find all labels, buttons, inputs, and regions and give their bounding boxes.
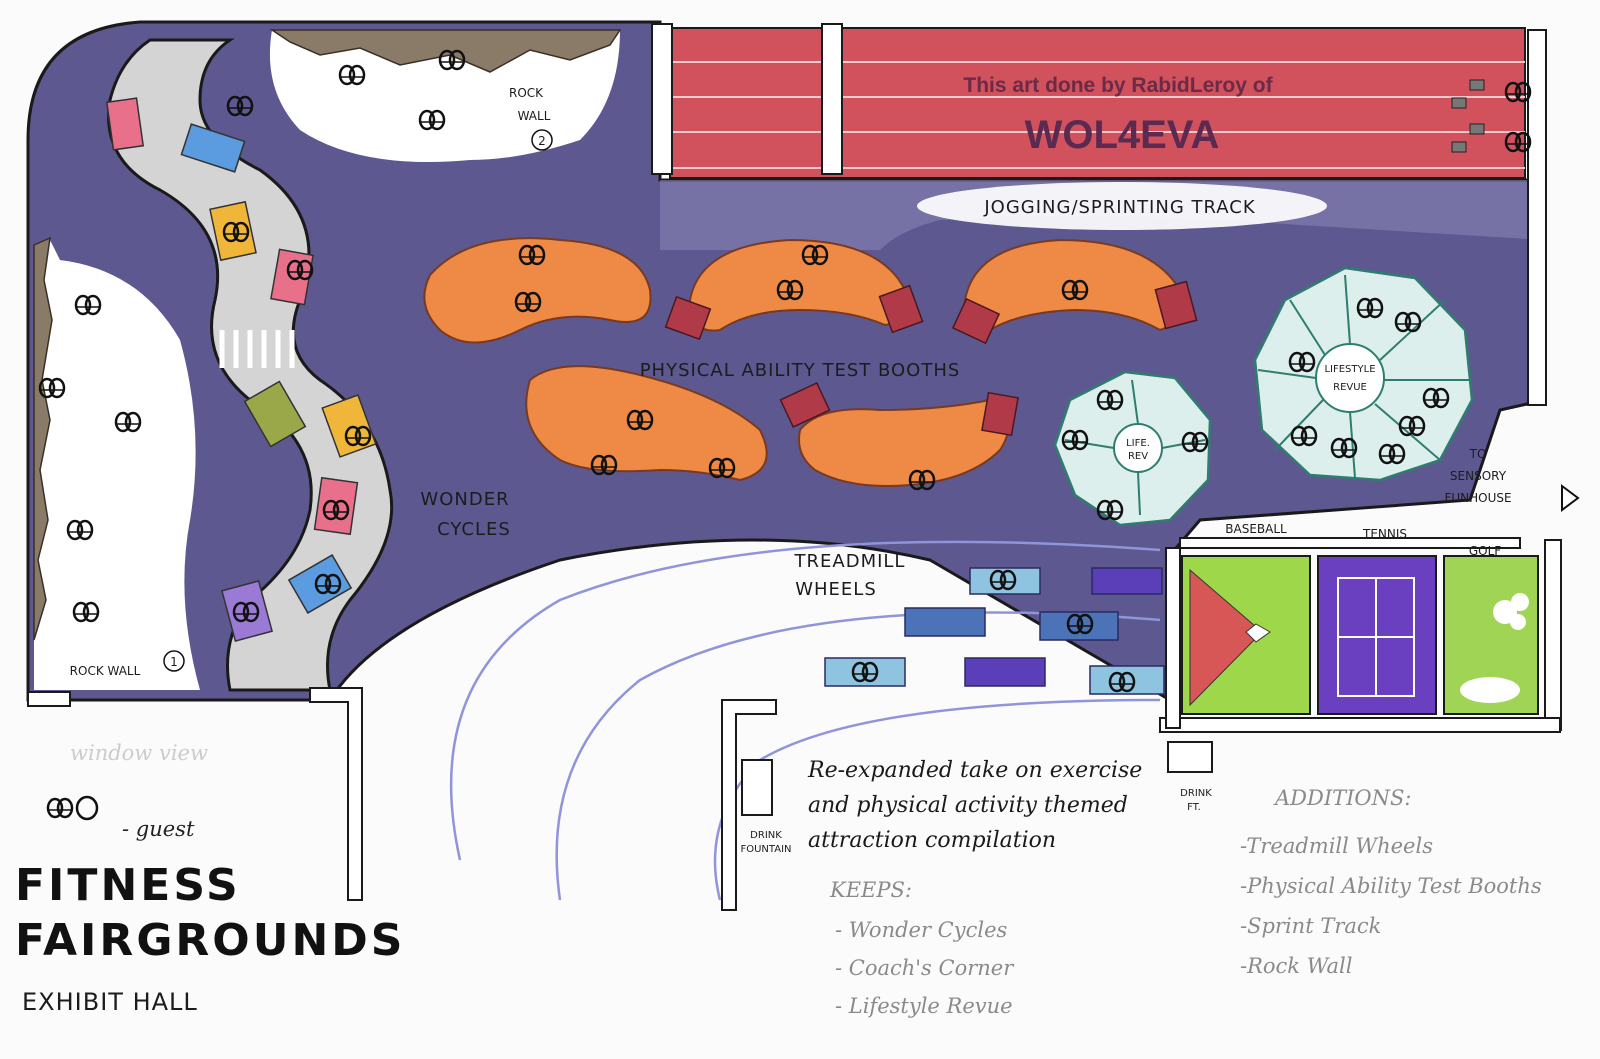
- description-line2: and physical activity themed: [808, 793, 1128, 818]
- golf-label: GOLF: [1469, 544, 1501, 558]
- funhouse-line2: SENSORY: [1450, 469, 1507, 483]
- additions-heading: ADDITIONS:: [1273, 786, 1412, 810]
- keeps-item-1: - Wonder Cycles: [835, 918, 1008, 942]
- entry-wall-left: [309, 687, 363, 901]
- golf-green: [1443, 555, 1539, 715]
- arrow-right-icon: [1561, 484, 1580, 512]
- keeps-item-3: - Lifestyle Revue: [835, 994, 1013, 1018]
- title-line1: FITNESS: [15, 860, 241, 911]
- treadmill-line1: TREADMILL: [794, 551, 906, 572]
- test-booths: [423, 237, 1184, 487]
- starting-blocks: [1451, 79, 1485, 153]
- treadmill-belts: [824, 567, 1165, 695]
- courts-wall-top: [1179, 537, 1521, 549]
- booth-1: [423, 237, 652, 344]
- courts-wall-left: [1165, 547, 1181, 729]
- description-line1: Re-expanded take on exercise: [807, 758, 1142, 783]
- additions-item-3: -Sprint Track: [1240, 914, 1381, 938]
- funhouse-line3: FUNHOUSE: [1444, 491, 1511, 505]
- lifestyle-revue-small: LIFE. REV: [1053, 370, 1212, 527]
- rock-wall-2-line2: WALL: [518, 109, 551, 123]
- drink-ft-line2: FT.: [1187, 802, 1201, 813]
- window-ledge: [27, 691, 71, 707]
- watermark-line2: WOL4EVA: [1025, 113, 1220, 157]
- entry-wall-right: [721, 699, 777, 911]
- rock-wall-2: [269, 30, 620, 162]
- keeps-item-2: - Coach's Corner: [835, 956, 1015, 980]
- wonder-cycles-line1: WONDER: [420, 489, 509, 510]
- track-wall-mid: [821, 23, 843, 175]
- track-wall-right: [1527, 29, 1547, 406]
- rock-wall-2-num: 2: [538, 134, 546, 148]
- rock-wall-2-badge: [531, 129, 553, 151]
- guest-icon-extra: [75, 795, 99, 821]
- track-lanes: [670, 61, 1525, 169]
- rock-wall-1-label: ROCK WALL: [70, 664, 141, 678]
- booth-4: [525, 365, 768, 482]
- drink-fountain-2: [1167, 741, 1213, 773]
- keeps-heading: KEEPS:: [829, 878, 912, 902]
- drink-fountain-1: [741, 759, 773, 816]
- drink-fountain-line1: DRINK: [750, 830, 782, 841]
- jogging-label-bg: [917, 182, 1327, 230]
- title-line2: FAIRGROUNDS: [15, 915, 405, 966]
- rock-wall-1-badge: [163, 650, 185, 672]
- tennis-label: TENNIS: [1362, 527, 1407, 541]
- funhouse-line1: TO: [1469, 447, 1487, 461]
- courts-wall-right: [1544, 539, 1562, 731]
- test-booths-label: PHYSICAL ABILITY TEST BOOTHS: [640, 360, 961, 381]
- legend-guest-label: - guest: [122, 817, 195, 841]
- title-subtitle: EXHIBIT HALL: [22, 988, 198, 1016]
- sprint-track: [669, 27, 1526, 179]
- lifestyle-big-line1: LIFESTYLE: [1324, 364, 1375, 375]
- additions-item-2: -Physical Ability Test Booths: [1240, 874, 1542, 898]
- rock-wall-2-line1: ROCK: [509, 86, 544, 100]
- drink-ft-line1: DRINK: [1180, 788, 1212, 799]
- track-wall-left: [651, 23, 673, 175]
- drink-fountain-line2: FOUNTAIN: [740, 844, 791, 855]
- tennis-court: [1317, 555, 1437, 715]
- description-line3: attraction compilation: [808, 828, 1056, 853]
- baseball-label: BASEBALL: [1225, 522, 1287, 536]
- legend: - guest: [46, 795, 195, 841]
- window-view-label: window view: [70, 741, 208, 765]
- rock-wall-1-num: 1: [170, 655, 178, 669]
- guest-icon: [46, 797, 74, 819]
- rock-wall-1: [34, 240, 200, 690]
- watermark-line1: This art done by RabidLeroy of: [963, 74, 1273, 97]
- lifestyle-big-line2: REVUE: [1333, 382, 1367, 393]
- lifestyle-small-line1: LIFE.: [1126, 438, 1150, 449]
- lifestyle-small-line2: REV: [1128, 451, 1148, 462]
- booth-ends: [664, 280, 1198, 437]
- treadmill-line2: WHEELS: [795, 579, 877, 600]
- crosswalk: [219, 330, 295, 368]
- baseball-field: [1181, 555, 1311, 715]
- rock-wall-1-edge: [33, 236, 53, 641]
- wonder-cycles-line2: CYCLES: [437, 519, 511, 540]
- additions-item-4: -Rock Wall: [1240, 954, 1352, 978]
- booth-5: [798, 398, 1009, 487]
- jogging-track-label: JOGGING/SPRINTING TRACK: [983, 197, 1255, 218]
- courts-wall-bottom: [1159, 717, 1561, 733]
- additions-item-1: -Treadmill Wheels: [1240, 834, 1433, 858]
